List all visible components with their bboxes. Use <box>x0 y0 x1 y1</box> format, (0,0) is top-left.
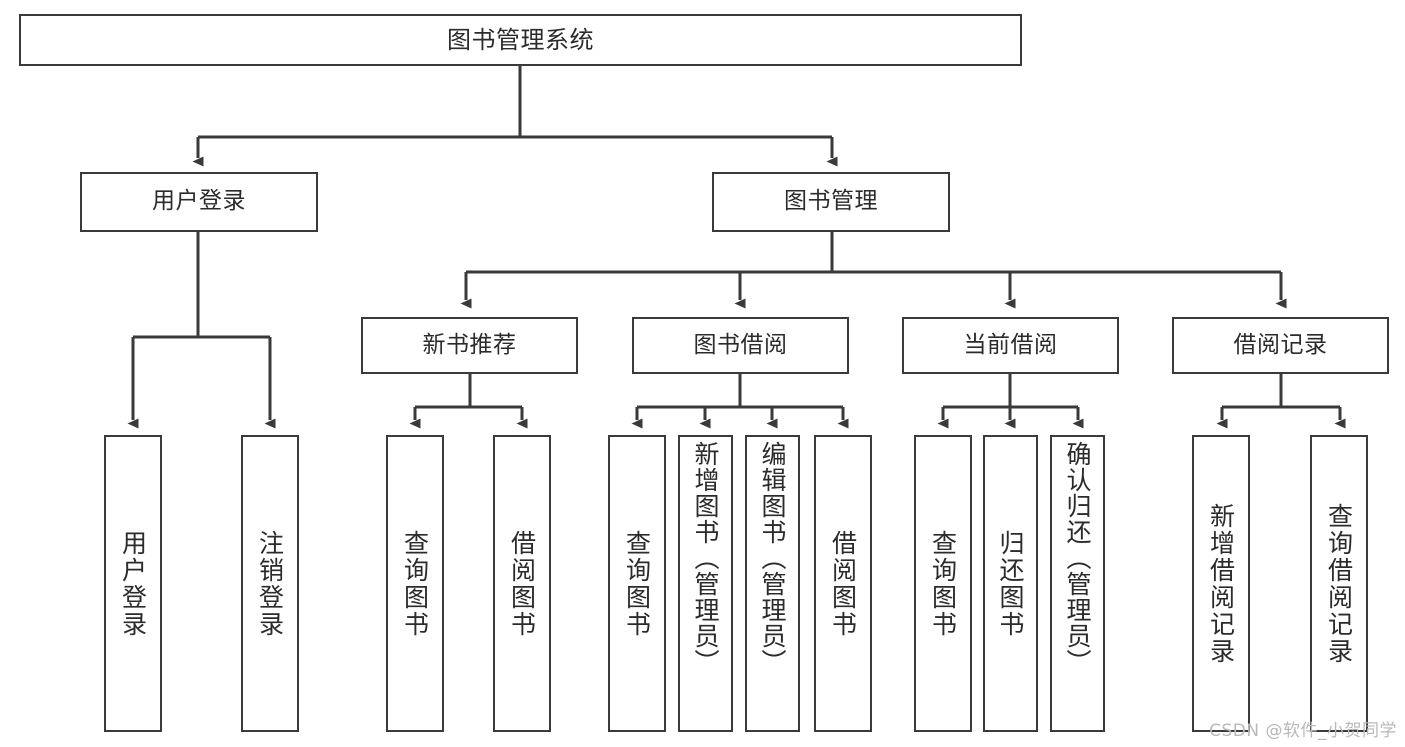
node-root-book-management-system[interactable]: 图书管理系统 <box>19 14 1022 66</box>
node-label: 新增图书（管理员） <box>691 441 720 675</box>
node-label: 归还图书 <box>996 529 1025 638</box>
node-label: 图书借阅 <box>693 331 788 358</box>
node-label: 编辑图书（管理员） <box>758 441 787 675</box>
leaf-add-book-admin[interactable]: 新增图书（管理员） <box>678 435 733 732</box>
node-label: 查询借阅记录 <box>1324 502 1354 665</box>
node-label: 图书管理系统 <box>447 25 594 54</box>
leaf-add-borrow-record[interactable]: 新增借阅记录 <box>1192 435 1250 732</box>
node-label: 查询图书 <box>400 529 430 638</box>
leaf-confirm-return-admin[interactable]: 确认归还（管理员） <box>1050 435 1105 732</box>
node-label: 借阅图书 <box>828 529 858 638</box>
node-label: 确认归还（管理员） <box>1063 441 1092 675</box>
leaf-edit-book-admin[interactable]: 编辑图书（管理员） <box>745 435 800 732</box>
leaf-query-book-recommend[interactable]: 查询图书 <box>386 435 444 732</box>
node-label: 新书推荐 <box>422 331 517 358</box>
node-book-borrow[interactable]: 图书借阅 <box>632 317 849 374</box>
node-borrow-record[interactable]: 借阅记录 <box>1172 317 1389 374</box>
node-label: 用户登录 <box>118 529 148 638</box>
leaf-logout-login[interactable]: 注销登录 <box>241 435 299 732</box>
node-label: 查询图书 <box>622 529 652 638</box>
node-new-book-recommend[interactable]: 新书推荐 <box>361 317 578 374</box>
node-label: 查询图书 <box>928 529 958 638</box>
leaf-return-book[interactable]: 归还图书 <box>983 435 1038 732</box>
node-label: 借阅记录 <box>1233 331 1328 358</box>
leaf-query-book-current[interactable]: 查询图书 <box>914 435 972 732</box>
node-label: 新增借阅记录 <box>1206 502 1236 665</box>
leaf-query-borrow-record[interactable]: 查询借阅记录 <box>1310 435 1368 732</box>
node-book-management[interactable]: 图书管理 <box>712 172 950 232</box>
node-user-login[interactable]: 用户登录 <box>80 172 318 232</box>
leaf-user-login[interactable]: 用户登录 <box>104 435 162 732</box>
node-label: 借阅图书 <box>507 529 537 638</box>
leaf-borrow-book-recommend[interactable]: 借阅图书 <box>493 435 551 732</box>
node-current-borrow[interactable]: 当前借阅 <box>902 317 1119 374</box>
node-label: 注销登录 <box>255 529 285 638</box>
node-label: 图书管理 <box>784 188 878 215</box>
csdn-watermark: CSDN @软件_小贺同学 <box>1209 721 1397 741</box>
leaf-borrow-book[interactable]: 借阅图书 <box>814 435 872 732</box>
leaf-query-book-borrow[interactable]: 查询图书 <box>608 435 666 732</box>
node-label: 用户登录 <box>152 188 246 215</box>
node-label: 当前借阅 <box>963 331 1058 358</box>
